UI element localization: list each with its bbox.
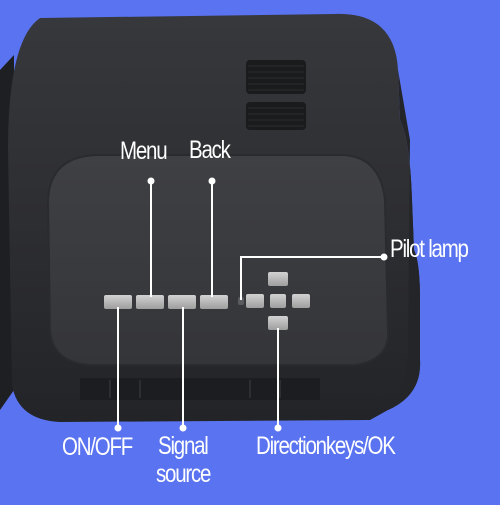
signal-source-label-line2: source bbox=[156, 460, 211, 488]
on-off-label: ON/OFF bbox=[62, 433, 133, 461]
menu-button[interactable] bbox=[136, 295, 164, 309]
port-strip bbox=[80, 378, 320, 400]
device-right-edge bbox=[388, 70, 421, 410]
up-key[interactable] bbox=[268, 272, 288, 286]
back-button[interactable] bbox=[200, 295, 228, 309]
pilot-lamp-callout-line bbox=[240, 256, 382, 300]
signal-source-callout-dot bbox=[179, 424, 187, 432]
direction-keys-callout-dot bbox=[274, 424, 282, 432]
menu-label: Menu bbox=[120, 137, 168, 165]
back-callout-dot bbox=[208, 177, 216, 185]
right-key[interactable] bbox=[292, 294, 310, 308]
ok-key[interactable] bbox=[270, 294, 286, 308]
vent-slots bbox=[246, 60, 306, 130]
on-off-button[interactable] bbox=[104, 295, 132, 309]
direction-keys-ok-label: Directionkeys/OK bbox=[256, 432, 396, 460]
signal-source-button[interactable] bbox=[168, 295, 196, 309]
pilot-lamp-indicator bbox=[238, 297, 244, 305]
signal-source-label-line1: Signal bbox=[158, 432, 209, 460]
down-key[interactable] bbox=[268, 316, 288, 330]
pilot-lamp-callout-dot bbox=[380, 253, 388, 261]
back-label: Back bbox=[189, 136, 231, 164]
left-key[interactable] bbox=[246, 294, 264, 308]
menu-callout-dot bbox=[147, 177, 155, 185]
pilot-lamp-label: Pilot lamp bbox=[390, 235, 469, 263]
on-off-callout-dot bbox=[114, 424, 122, 432]
control-panel bbox=[46, 154, 390, 366]
direction-keys[interactable] bbox=[246, 272, 310, 330]
